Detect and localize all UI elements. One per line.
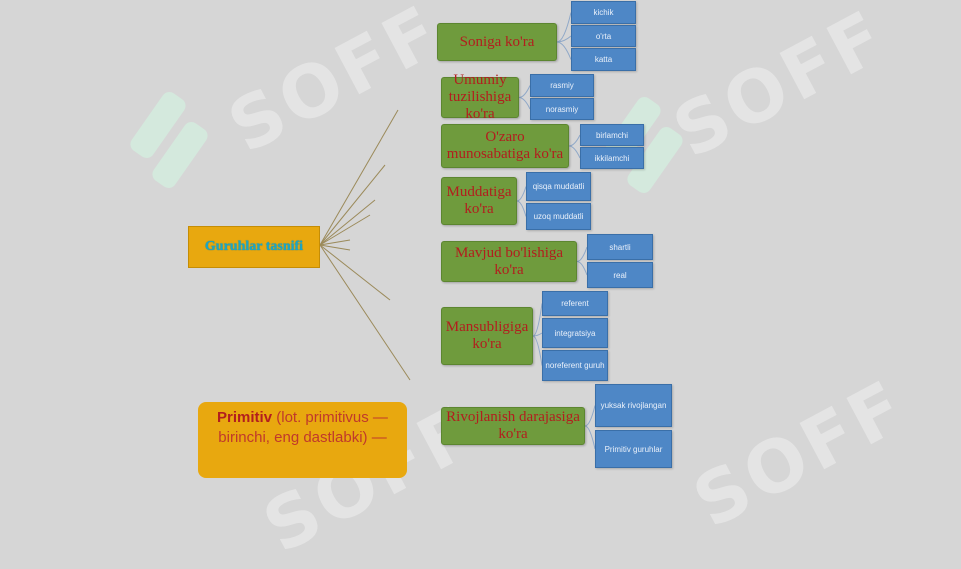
definition-text: (lot. primitivus — birinchi, eng dastlab… [218, 409, 388, 446]
category-node: Soniga ko'ra [437, 23, 557, 61]
connector-lines [319, 12, 596, 450]
definition-box: Primitiv (lot. primitivus — birinchi, en… [198, 402, 407, 478]
leaf-node: rasmiy [530, 74, 594, 97]
leaf-node: referent [542, 291, 608, 316]
leaf-node: katta [571, 48, 636, 71]
root-node: Guruhlar tasnifi [188, 226, 320, 268]
leaf-node: yuksak rivojlangan [595, 384, 672, 427]
leaf-node: Primitiv guruhlar [595, 430, 672, 468]
leaf-node: kichik [571, 1, 636, 24]
leaf-node: integratsiya [542, 318, 608, 348]
leaf-node: o'rta [571, 25, 636, 47]
leaf-node: qisqa muddatli [526, 172, 591, 201]
category-node: Mavjud bo'lishiga ko'ra [441, 241, 577, 282]
leaf-node: real [587, 262, 653, 288]
category-node: O'zaro munosabatiga ko'ra [441, 124, 569, 168]
leaf-node: birlamchi [580, 124, 644, 146]
leaf-node: noreferent guruh [542, 350, 608, 381]
category-node: Muddatiga ko'ra [441, 177, 517, 225]
leaf-node: uzoq muddatli [526, 203, 591, 230]
leaf-node: norasmiy [530, 98, 594, 120]
diagram-canvas: SOFF SOFF SOFF SOFF Guruhlar tasnifi Son… [127, 0, 920, 569]
category-node: Mansubligiga ko'ra [441, 307, 533, 365]
definition-term: Primitiv [217, 409, 273, 426]
category-node: Umumiy tuzilishiga ko'ra [441, 72, 519, 122]
category-node: Rivojlanish darajasiga ko'ra [441, 407, 585, 445]
leaf-node: shartli [587, 234, 653, 260]
leaf-node: ikkilamchi [580, 147, 644, 169]
